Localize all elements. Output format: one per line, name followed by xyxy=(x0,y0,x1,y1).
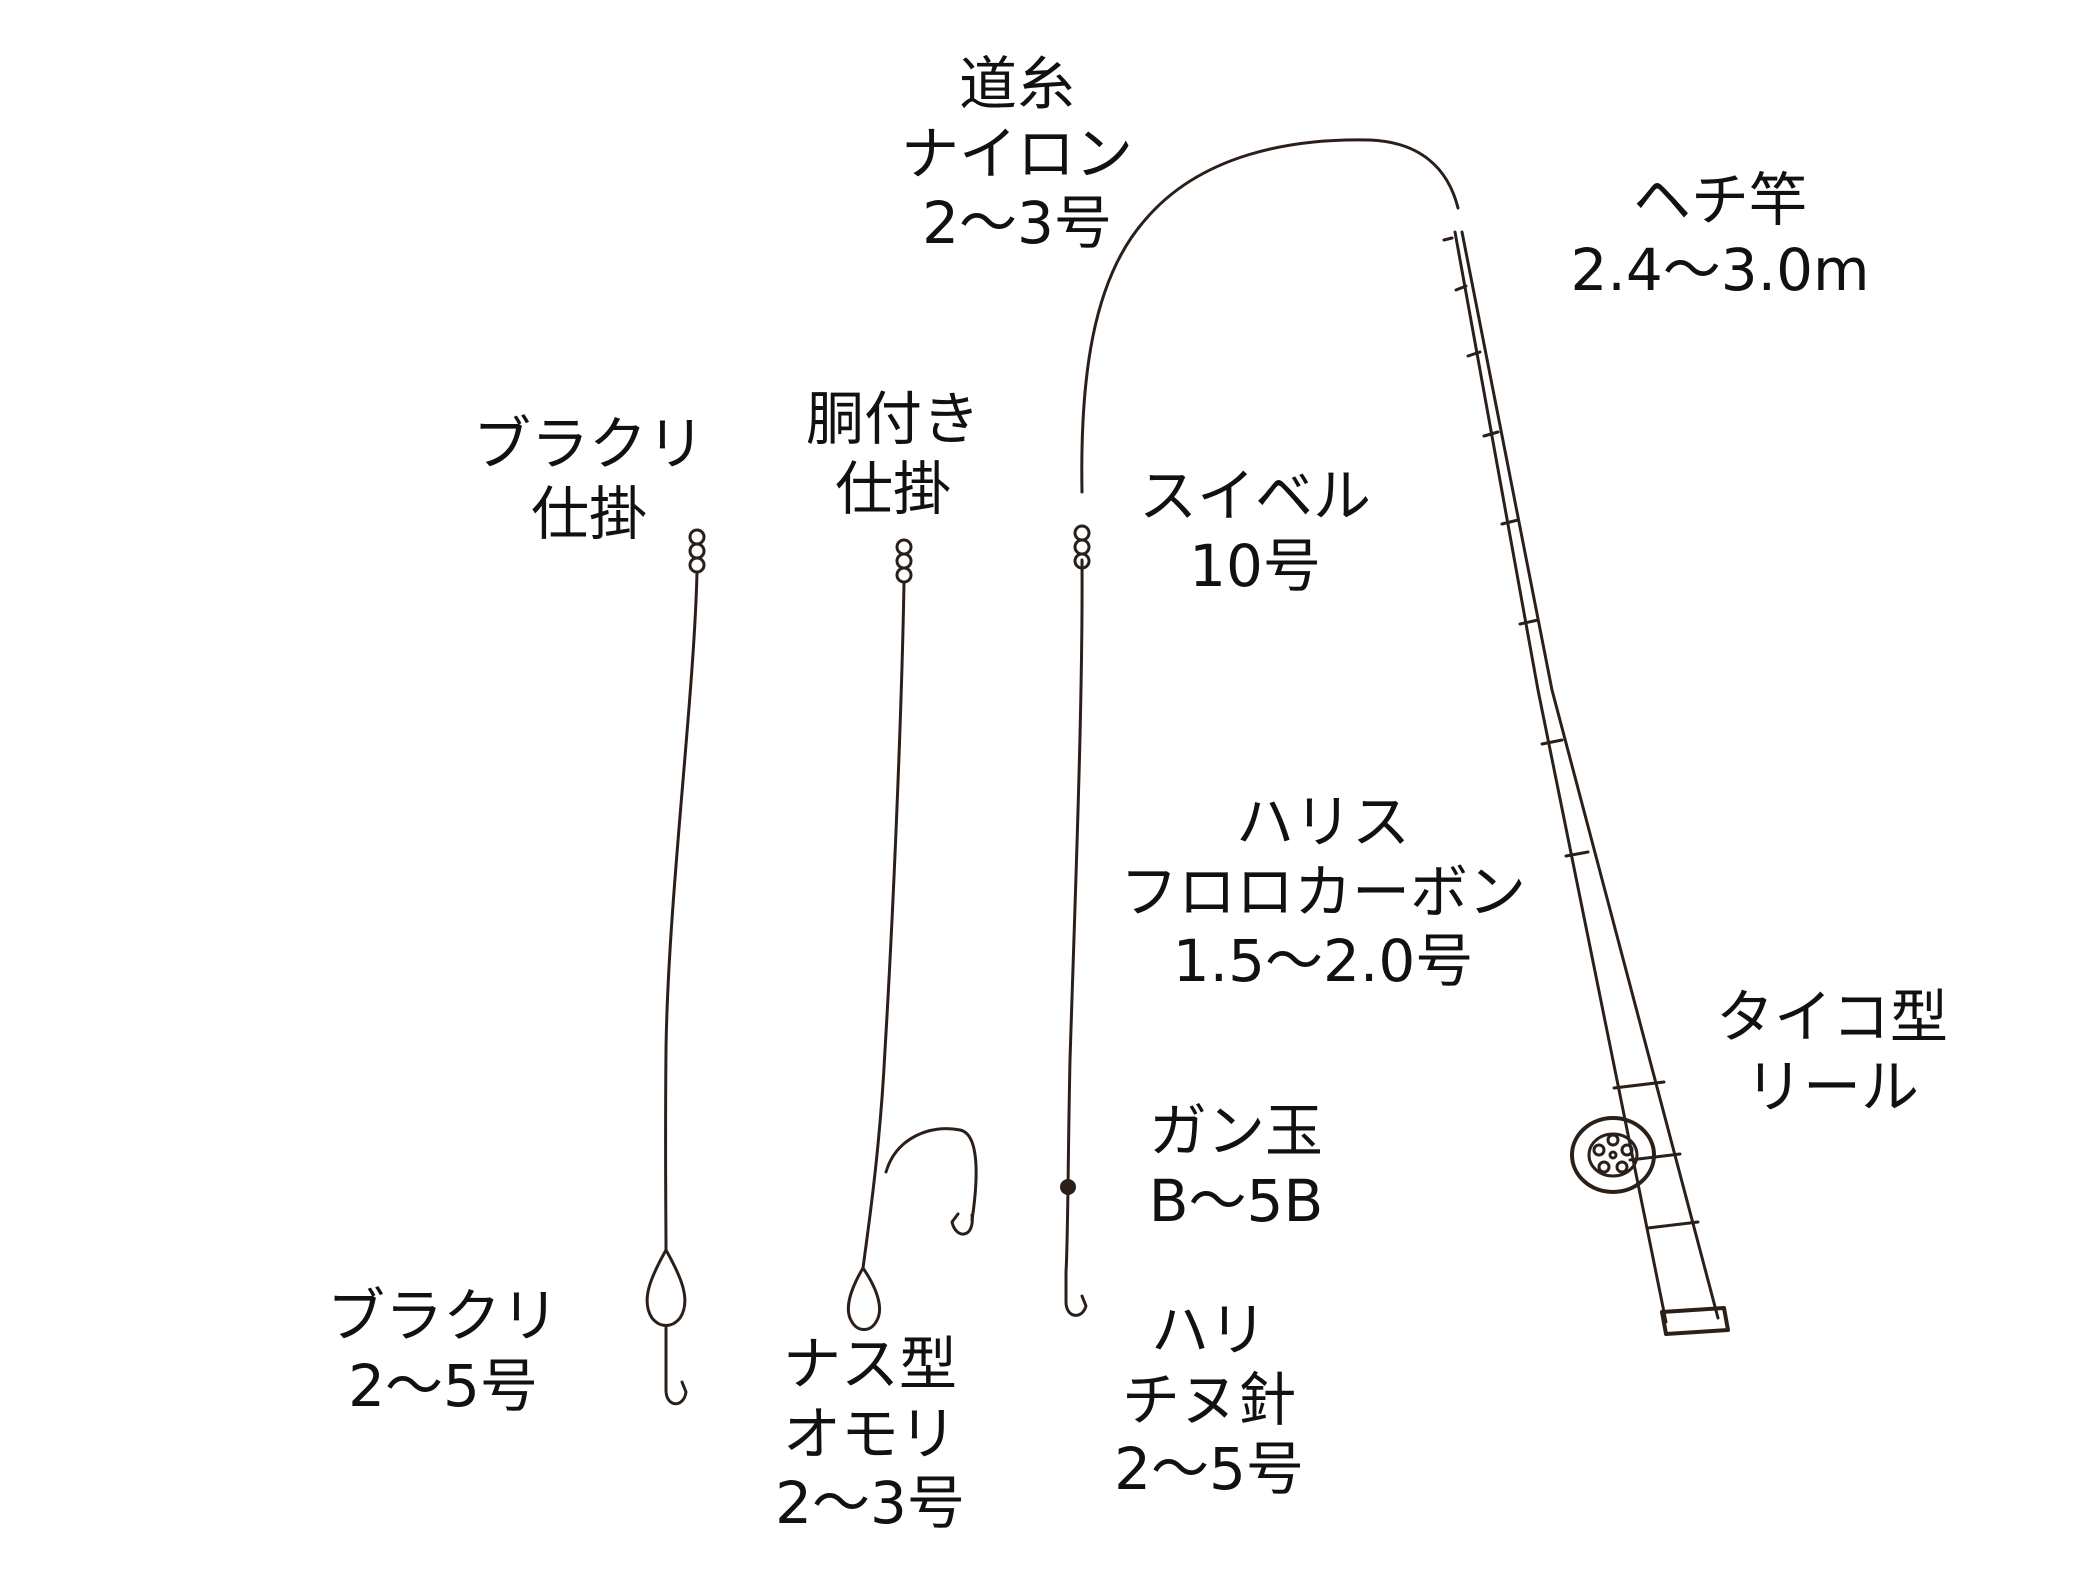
hook-label-size: 2～5号 xyxy=(1114,1435,1304,1504)
rod-butt xyxy=(1660,1306,1730,1336)
rod-guide-8 xyxy=(1564,850,1590,858)
reel-hole-5 xyxy=(1592,1143,1606,1157)
rod-guide-4 xyxy=(1482,430,1500,438)
rod-blank-right xyxy=(1460,230,1720,1320)
rod-label: ヘチ竿 2.4～3.0m xyxy=(1571,166,1870,305)
dotsuki-line xyxy=(861,580,906,1270)
burakuri-rig-label-name: ブラクリ xyxy=(472,410,706,478)
rod-guide-2 xyxy=(1454,284,1468,292)
reel-hole-1 xyxy=(1606,1133,1620,1147)
burakuri-hook-icon xyxy=(664,1326,688,1406)
dotsuki-rig-drawing xyxy=(847,538,978,1331)
hook-label-name: ハリ xyxy=(1150,1296,1267,1364)
dotsuki-rig-label-name: 胴付き xyxy=(805,385,981,453)
reel-label-type: タイコ型 xyxy=(1715,983,1949,1051)
burakuri-sinker-label-name: ブラクリ xyxy=(326,1282,560,1350)
burakuri-line xyxy=(664,570,699,1252)
dotsuki-hook-icon xyxy=(950,1212,974,1236)
hook-icon xyxy=(1064,1270,1088,1317)
rod-guide-6 xyxy=(1518,618,1540,626)
swivel-icon xyxy=(1073,524,1091,570)
reel-hole-4 xyxy=(1597,1160,1611,1174)
rod-grip-band-3 xyxy=(1646,1220,1700,1230)
reel-hole-2 xyxy=(1620,1143,1634,1157)
reel-label-name: リール xyxy=(1744,1052,1920,1121)
dotsuki-rig-label-type: 仕掛 xyxy=(834,454,952,523)
rod-guide-1 xyxy=(1442,236,1454,242)
harisu-line xyxy=(1064,558,1084,1274)
split-shot-icon xyxy=(1060,1179,1076,1195)
reel-knob xyxy=(1608,1150,1618,1160)
swivel-label: スイベル 10号 xyxy=(1139,462,1371,601)
reel-spool xyxy=(1570,1116,1656,1194)
rod-guide-7 xyxy=(1540,738,1564,746)
nasu-sinker-icon xyxy=(847,1266,881,1331)
burakuri-sinker-icon xyxy=(645,1248,687,1327)
dotsuki-branch-line xyxy=(884,1127,978,1222)
swivel-label-name: スイベル xyxy=(1138,462,1372,530)
reel-label: タイコ型 リール xyxy=(1716,983,1948,1122)
rod-guide-3 xyxy=(1466,350,1482,358)
reel-hole-3 xyxy=(1615,1160,1629,1174)
nasu-sinker-label: ナス型 オモリ 2～3号 xyxy=(775,1330,965,1539)
burakuri-rig-label-type: 仕掛 xyxy=(530,479,648,548)
harisu-label-material: フロロカーボン xyxy=(1119,857,1527,926)
main-line-drawing xyxy=(1060,138,1460,1317)
rod-label-name: ヘチ竿 xyxy=(1632,166,1808,234)
nasu-sinker-label-type: ナス型 xyxy=(782,1330,957,1398)
dotsuki-rig-label: 胴付き 仕掛 xyxy=(806,385,980,524)
rod-blank-left xyxy=(1453,230,1668,1324)
swivel-label-size: 10号 xyxy=(1189,531,1321,600)
hook-label: ハリ チヌ針 2～5号 xyxy=(1114,1296,1304,1505)
dotsuki-swivel-icon xyxy=(895,538,913,584)
rod-guide-5 xyxy=(1500,518,1520,526)
rod-grip-band-1 xyxy=(1612,1080,1666,1090)
line-label-size: 2～3号 xyxy=(922,189,1112,258)
rod-drawing xyxy=(1442,230,1730,1336)
line-label-name: 道糸 xyxy=(958,50,1076,118)
harisu-label-name: ハリス xyxy=(1235,788,1411,856)
split-shot-label-name: ガン玉 xyxy=(1148,1097,1324,1165)
rod-label-length: 2.4～3.0m xyxy=(1570,235,1870,304)
line-label: 道糸 ナイロン 2～3号 xyxy=(901,50,1133,259)
split-shot-label-size: B～5B xyxy=(1148,1166,1324,1235)
line-label-material: ナイロン xyxy=(900,119,1134,188)
main-line xyxy=(1080,138,1460,494)
reel-drawing xyxy=(1570,1116,1656,1194)
nasu-sinker-label-name: オモリ xyxy=(782,1399,957,1468)
harisu-label-size: 1.5～2.0号 xyxy=(1172,927,1474,996)
burakuri-rig-drawing xyxy=(645,528,706,1406)
harisu-label: ハリス フロロカーボン 1.5～2.0号 xyxy=(1120,788,1526,997)
burakuri-rig-label: ブラクリ 仕掛 xyxy=(473,410,705,549)
hook-label-type: チヌ針 xyxy=(1121,1365,1296,1434)
split-shot-label: ガン玉 B～5B xyxy=(1149,1097,1323,1236)
burakuri-sinker-label-size: 2～5号 xyxy=(348,1351,538,1420)
burakuri-sinker-label: ブラクリ 2～5号 xyxy=(327,1282,559,1421)
nasu-sinker-label-size: 2～3号 xyxy=(775,1469,965,1538)
